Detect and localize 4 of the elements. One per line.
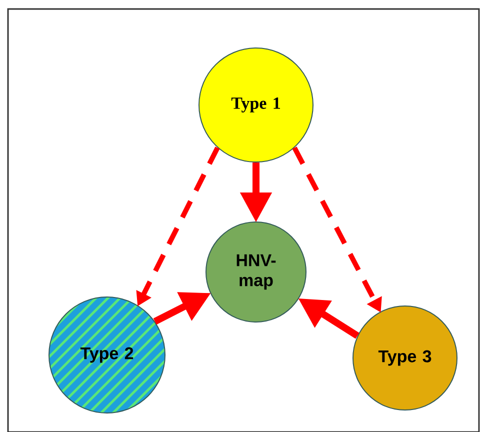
circle-node: HNV-map bbox=[206, 222, 306, 322]
circle-node: Type 2 bbox=[48, 296, 166, 414]
circle-node: Type 3 bbox=[352, 306, 458, 410]
circle-node: Type 1 bbox=[198, 48, 314, 162]
